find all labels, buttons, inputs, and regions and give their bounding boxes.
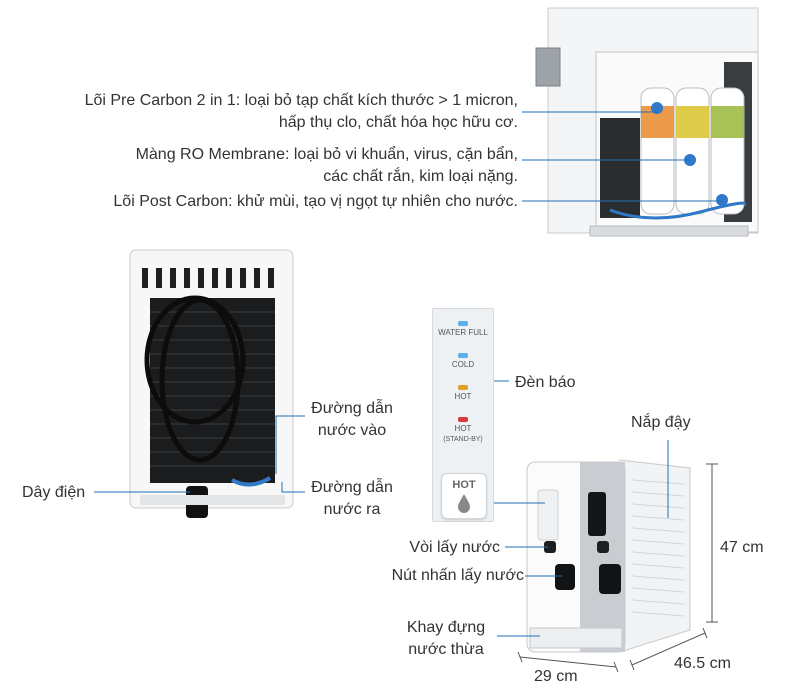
led-icon: [458, 353, 468, 358]
label-tray-line2: nước thừa: [408, 641, 484, 658]
label-ro-line2: các chất rắn, kim loại nặng.: [323, 168, 518, 185]
indicator-water-full: WATER FULL: [433, 321, 493, 338]
label-outlet-line2: nước ra: [323, 501, 381, 518]
led-icon: [458, 385, 468, 390]
filter-post-carbon: [710, 87, 745, 215]
purifier-back-view: [129, 249, 294, 518]
hot-water-button[interactable]: HOT: [441, 473, 487, 519]
label-lid: Nắp đậy: [631, 414, 691, 431]
indicator-hot-standby: HOT (STAND-BY): [433, 417, 493, 445]
filter-ro-membrane: [675, 87, 710, 215]
label-inlet-line2: nước vào: [317, 422, 387, 439]
control-panel-detail: WATER FULL COLD HOT HOT (STAND-BY) HOT: [432, 308, 494, 522]
water-drop-icon: [458, 494, 470, 513]
indicator-hot: HOT: [433, 385, 493, 402]
led-icon: [458, 417, 468, 422]
led-icon: [458, 321, 468, 326]
label-tray-line1: Khay đựng: [406, 619, 486, 636]
dimension-lines: [517, 463, 718, 673]
label-faucet: Vòi lấy nước: [409, 539, 500, 556]
label-post-carbon: Lõi Post Carbon: khử mùi, tạo vị ngọt tự…: [113, 193, 518, 210]
label-indicator: Đèn báo: [515, 374, 576, 391]
label-press-button: Nút nhấn lấy nước: [391, 567, 524, 584]
dimension-height: 47 cm: [720, 539, 764, 556]
callout-lines-back: [94, 415, 305, 493]
label-ro-line1: Màng RO Membrane: loại bỏ vi khuẩn, viru…: [135, 146, 518, 163]
purifier-front-view: [526, 459, 691, 653]
label-pre-carbon-line2: hấp thụ clo, chất hóa học hữu cơ.: [278, 114, 518, 131]
dimension-depth: 46.5 cm: [674, 655, 731, 672]
label-inlet-line1: Đường dẫn: [311, 400, 393, 417]
label-power-cord: Dây điện: [22, 484, 86, 501]
dimension-width: 29 cm: [534, 668, 578, 685]
purifier-interior-view: [535, 7, 759, 237]
label-outlet-line1: Đường dẫn: [311, 479, 393, 496]
callout-lines-front: [492, 440, 669, 637]
indicator-cold: COLD: [433, 353, 493, 370]
filter-pre-carbon: [640, 87, 675, 215]
callout-lines-top: [522, 111, 722, 202]
label-pre-carbon-line1: Lõi Pre Carbon 2 in 1: loại bỏ tạp chất …: [84, 92, 518, 109]
